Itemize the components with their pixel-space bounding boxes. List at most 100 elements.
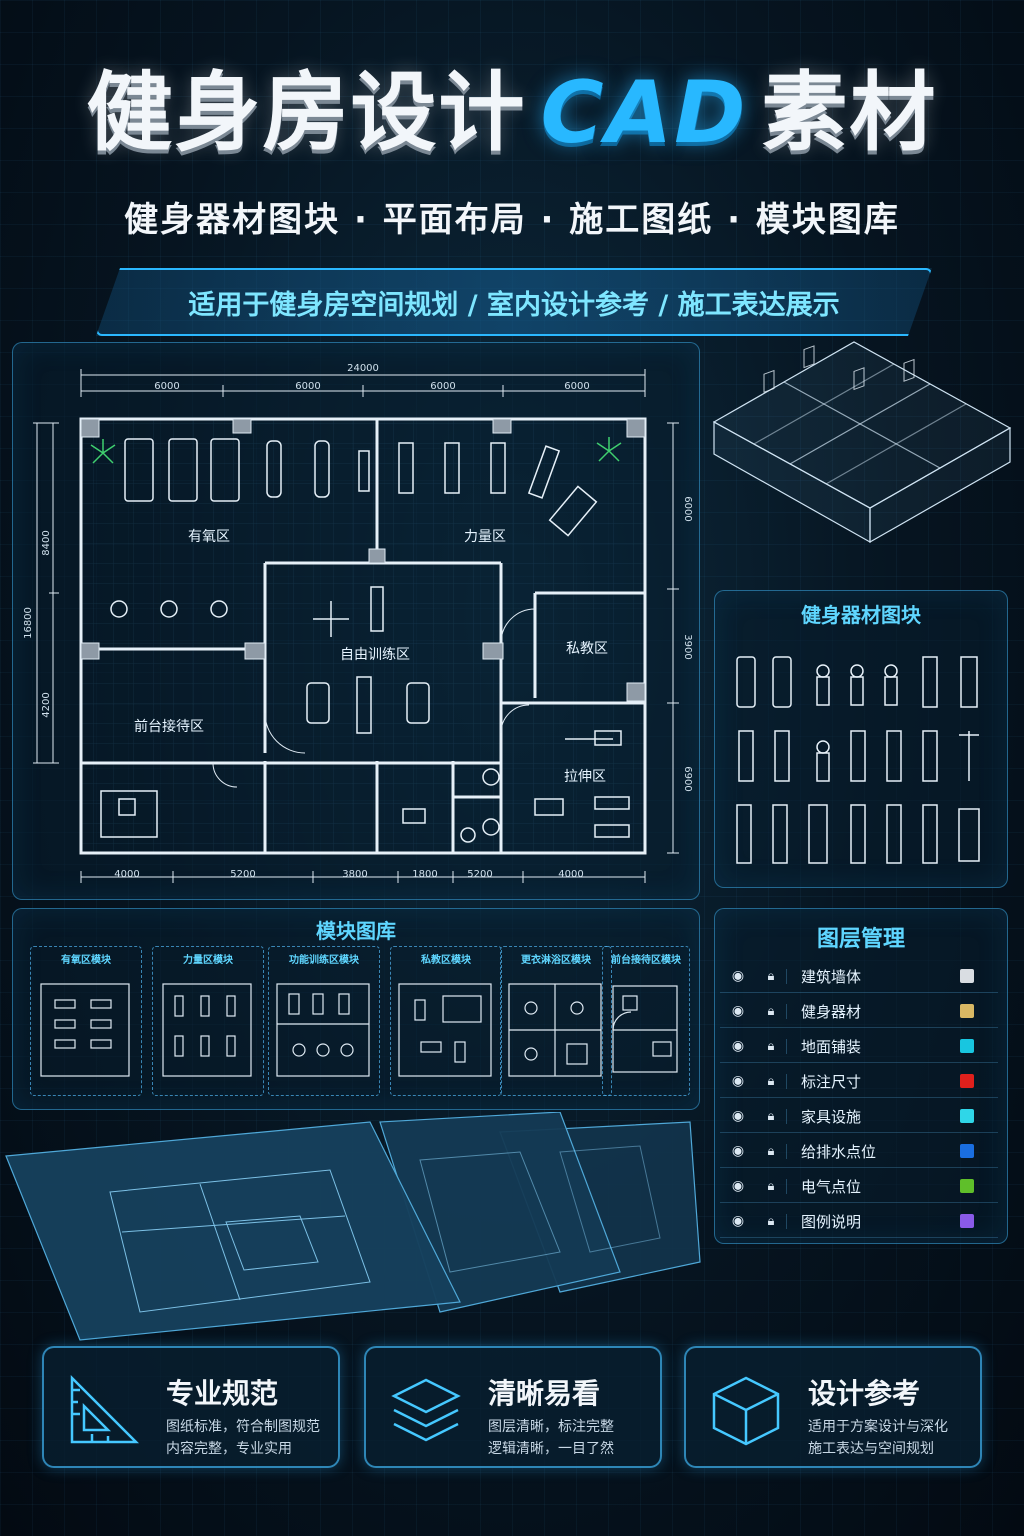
dim-left-total: 16800 bbox=[23, 607, 34, 639]
lock-icon[interactable]: 🔒︎ bbox=[756, 1038, 787, 1054]
layer-color-swatch[interactable] bbox=[960, 1214, 974, 1228]
equipment-row-3 bbox=[736, 804, 980, 864]
dim-bottom-6: 4000 bbox=[558, 869, 583, 880]
module-thumbnail bbox=[398, 983, 492, 1077]
layer-color-swatch[interactable] bbox=[960, 1004, 974, 1018]
lock-icon[interactable]: 🔒︎ bbox=[756, 1073, 787, 1089]
module-card-private[interactable]: 私教区模块 bbox=[390, 946, 502, 1096]
module-thumbnail bbox=[40, 983, 130, 1077]
zone-label-strength: 力量区 bbox=[464, 529, 506, 545]
layer-row[interactable]: ◉🔒︎家具设施 bbox=[720, 1100, 998, 1133]
layer-row[interactable]: ◉ 🔒︎ 健身器材 bbox=[720, 995, 998, 1028]
layer-color-swatch[interactable] bbox=[960, 1039, 974, 1053]
layer-name: 图例说明 bbox=[801, 1212, 862, 1231]
equipment-blocks-panel: 健身器材图块 bbox=[714, 590, 1008, 888]
isometric-3d-model bbox=[712, 341, 1012, 544]
feature-card-clear: 清晰易看 图层清晰，标注完整 逻辑清晰，一目了然 bbox=[364, 1346, 662, 1468]
module-card-functional[interactable]: 功能训练区模块 bbox=[268, 946, 380, 1096]
layer-name: 标注尺寸 bbox=[801, 1072, 862, 1091]
dim-left-2: 4200 bbox=[41, 692, 52, 717]
eye-icon[interactable]: ◉ bbox=[731, 1213, 745, 1229]
floor-plan-panel: 有氧区 力量区 自由训练区 私教区 前台接待区 拉伸区 24000 6000 6… bbox=[12, 342, 700, 900]
feature-desc-line1: 图纸标准，符合制图规范 bbox=[166, 1419, 320, 1435]
eye-icon[interactable]: ◉ bbox=[731, 968, 745, 984]
lock-icon[interactable]: 🔒︎ bbox=[756, 1178, 787, 1194]
dim-top-4: 6000 bbox=[564, 381, 589, 392]
dim-right-3: 6900 bbox=[682, 766, 693, 791]
cube-icon bbox=[712, 1376, 780, 1446]
layer-row[interactable]: ◉ 🔒︎ 给排水点位 bbox=[720, 1135, 998, 1168]
dim-bottom-1: 4000 bbox=[114, 869, 139, 880]
module-card-title: 私教区模块 bbox=[421, 955, 471, 966]
dim-top-2: 6000 bbox=[295, 381, 320, 392]
layer-color-swatch[interactable] bbox=[960, 1074, 974, 1088]
dim-bottom-2: 5200 bbox=[230, 869, 255, 880]
layer-row[interactable]: ◉ 🔒︎ 建筑墙体 bbox=[720, 960, 998, 993]
lock-icon[interactable]: 🔒︎ bbox=[756, 1003, 787, 1019]
layer-row[interactable]: ◉ 🔒︎ 标注尺寸 bbox=[720, 1065, 998, 1098]
layer-color-swatch[interactable] bbox=[960, 1109, 974, 1123]
equipment-row-2 bbox=[738, 730, 979, 782]
feature-title: 设计参考 bbox=[808, 1377, 921, 1410]
dim-bottom-4: 1800 bbox=[412, 869, 437, 880]
layer-name: 建筑墙体 bbox=[801, 967, 862, 986]
lock-icon[interactable]: 🔒︎ bbox=[756, 1143, 787, 1159]
module-card-reception[interactable]: 前台接待区模块 bbox=[602, 946, 690, 1096]
layer-name: 健身器材 bbox=[801, 1002, 862, 1021]
layer-name: 给排水点位 bbox=[801, 1142, 877, 1161]
module-card-locker[interactable]: 更衣淋浴区模块 bbox=[500, 946, 612, 1096]
layer-color-swatch[interactable] bbox=[960, 1144, 974, 1158]
eye-icon[interactable]: ◉ bbox=[731, 1038, 745, 1054]
module-thumbnail bbox=[162, 983, 252, 1077]
eye-icon[interactable]: ◉ bbox=[731, 1073, 745, 1089]
dim-top-total: 24000 bbox=[347, 363, 379, 374]
title-part1: 健身房设计 bbox=[86, 63, 527, 163]
equipment-glyph-grid bbox=[736, 656, 980, 864]
equipment-row-1 bbox=[736, 656, 978, 708]
feature-desc-line2: 逻辑清晰，一目了然 bbox=[488, 1441, 614, 1457]
zone-label-aerobic: 有氧区 bbox=[188, 529, 230, 545]
feature-card-reference: 设计参考 适用于方案设计与深化 施工表达与空间规划 bbox=[684, 1346, 982, 1468]
module-panel-title: 模块图库 bbox=[316, 919, 396, 943]
plant-icon bbox=[90, 437, 622, 464]
lock-icon[interactable]: 🔒︎ bbox=[756, 968, 787, 984]
lock-icon[interactable]: 🔒︎ bbox=[756, 1108, 787, 1124]
module-card-title: 更衣淋浴区模块 bbox=[521, 955, 591, 966]
title-cad: CAD bbox=[540, 63, 748, 163]
layer-panel-title: 图层管理 bbox=[816, 927, 905, 952]
lock-icon[interactable]: 🔒︎ bbox=[756, 1213, 787, 1229]
layers-icon bbox=[391, 1378, 461, 1442]
eye-icon[interactable]: ◉ bbox=[731, 1108, 745, 1124]
eye-icon[interactable]: ◉ bbox=[731, 1003, 745, 1019]
dim-right-2: 3900 bbox=[682, 634, 693, 659]
ruler-triangle-icon bbox=[70, 1374, 140, 1444]
dim-top-3: 6000 bbox=[430, 381, 455, 392]
feature-desc-line1: 适用于方案设计与深化 bbox=[808, 1419, 948, 1435]
eye-icon[interactable]: ◉ bbox=[731, 1143, 745, 1159]
zone-label-stretch: 拉伸区 bbox=[564, 769, 606, 785]
dim-right-1: 6000 bbox=[682, 496, 693, 521]
feature-desc-line2: 施工表达与空间规划 bbox=[808, 1441, 934, 1457]
module-card-title: 有氧区模块 bbox=[61, 955, 111, 966]
zone-label-reception: 前台接待区 bbox=[134, 718, 204, 735]
layer-name: 地面铺装 bbox=[801, 1037, 862, 1056]
dim-left-1: 8400 bbox=[41, 530, 52, 555]
module-card-title: 前台接待区模块 bbox=[611, 955, 681, 966]
feature-title: 专业规范 bbox=[166, 1377, 279, 1410]
module-thumbnail bbox=[276, 983, 370, 1077]
page-subtitle: 健身器材图块 · 平面布局 · 施工图纸 · 模块图库 bbox=[124, 200, 900, 240]
feature-card-professional: 专业规范 图纸标准，符合制图规范 内容完整，专业实用 bbox=[42, 1346, 340, 1468]
layer-row[interactable]: ◉ 🔒︎ 地面铺装 bbox=[720, 1030, 998, 1063]
layer-manager-panel: 图层管理 bbox=[714, 908, 1008, 1244]
usage-banner: 适用于健身房空间规划 / 室内设计参考 / 施工表达展示 bbox=[96, 268, 932, 336]
layer-color-swatch[interactable] bbox=[960, 1179, 974, 1193]
eye-icon[interactable]: ◉ bbox=[731, 1178, 745, 1194]
layer-color-swatch[interactable] bbox=[960, 969, 974, 983]
layer-row[interactable]: ◉🔒︎电气点位 bbox=[720, 1170, 998, 1203]
module-card-aerobic[interactable]: 有氧区模块 bbox=[30, 946, 142, 1096]
dim-bottom-3: 3800 bbox=[342, 869, 367, 880]
layer-row[interactable]: ◉ 🔒︎ 图例说明 bbox=[720, 1205, 998, 1238]
module-card-strength[interactable]: 力量区模块 bbox=[152, 946, 264, 1096]
module-thumbnail bbox=[612, 985, 678, 1073]
